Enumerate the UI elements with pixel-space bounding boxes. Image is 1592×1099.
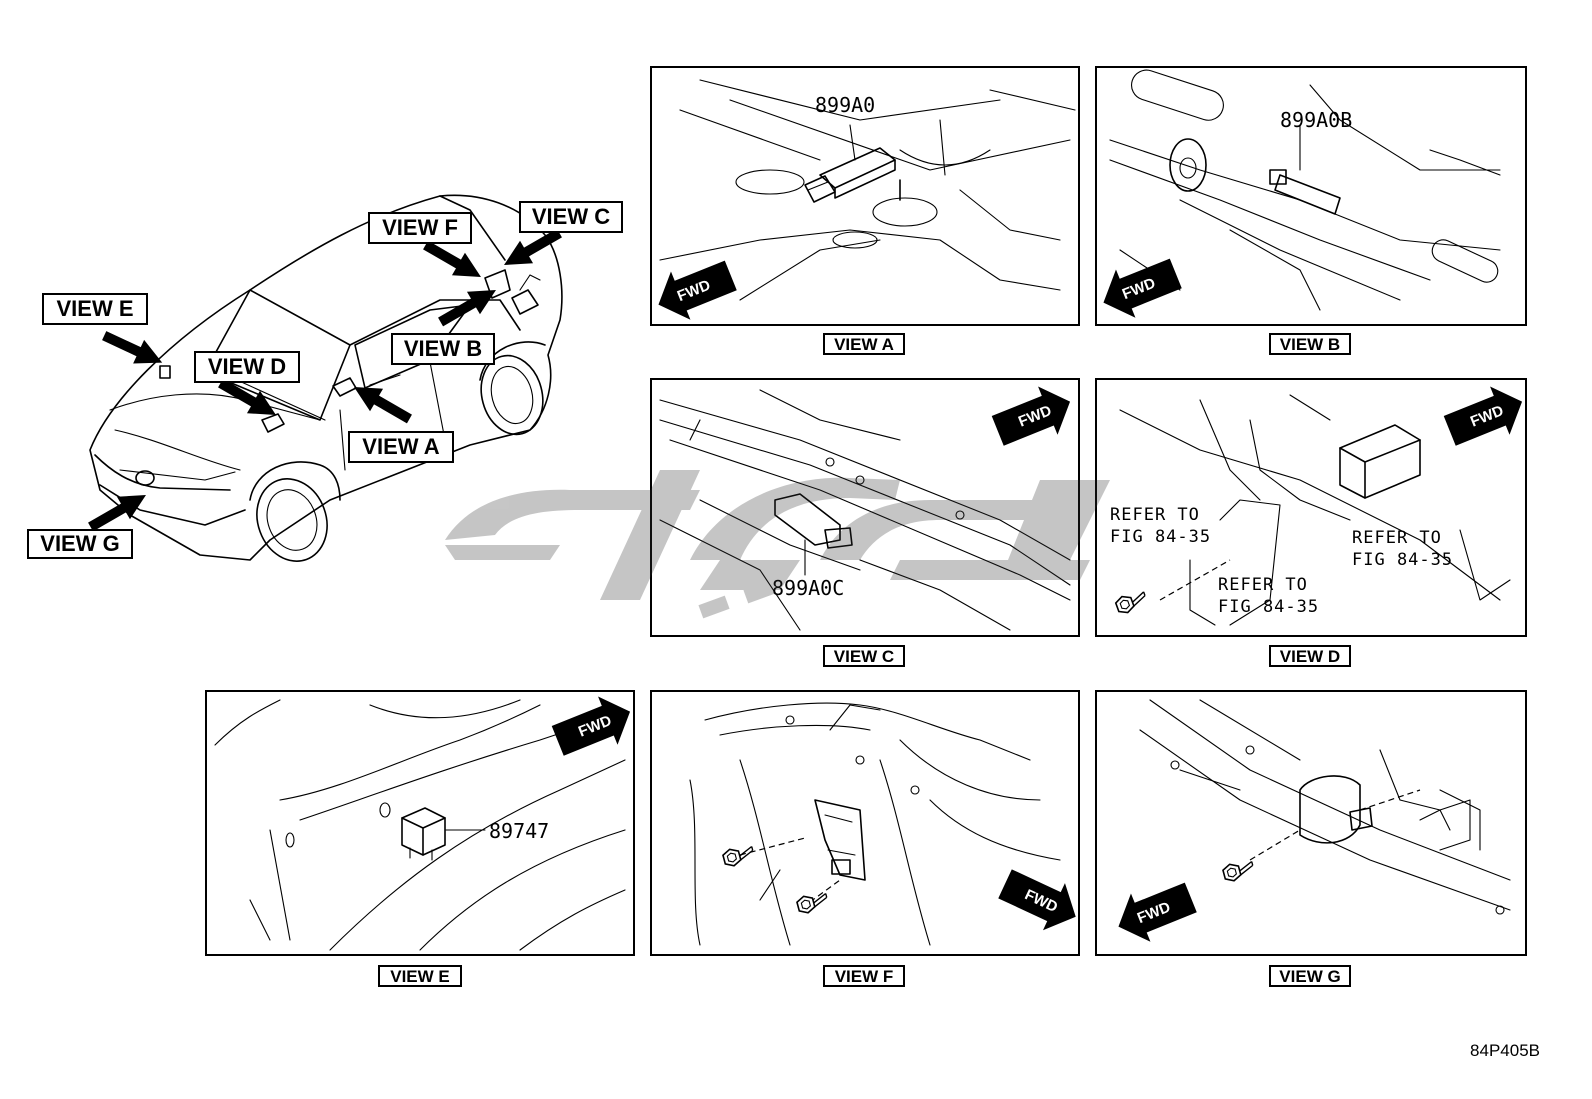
svg-text:VIEW C: VIEW C: [834, 647, 894, 666]
refer-note-2: REFER TO: [1218, 575, 1308, 595]
view-label-f[interactable]: VIEW F: [368, 212, 472, 244]
overview-arrows: [84, 221, 566, 539]
refer-note-3-fig: FIG 84-35: [1352, 550, 1453, 570]
svg-text:VIEW D: VIEW D: [208, 354, 286, 379]
view-label-g[interactable]: VIEW G: [27, 529, 133, 559]
caption-view-f: VIEW F: [823, 965, 905, 987]
refer-note-1: REFER TO: [1110, 505, 1200, 525]
arrow-icon: [98, 323, 168, 375]
arrow-icon: [434, 278, 503, 334]
svg-text:VIEW B: VIEW B: [404, 336, 482, 361]
fwd-arrow-icon: FWD: [648, 251, 741, 329]
refer-note-3: REFER TO: [1352, 528, 1442, 548]
fwd-arrow-icon: FWD: [987, 377, 1080, 455]
panel-view-a: 899A0 FWD: [648, 66, 1080, 329]
caption-view-g: VIEW G: [1269, 965, 1351, 987]
caption-view-e: VIEW E: [378, 965, 462, 987]
panel-view-g: FWD: [1095, 690, 1527, 956]
svg-text:VIEW E: VIEW E: [390, 967, 450, 986]
svg-text:VIEW G: VIEW G: [40, 531, 119, 556]
part-number-899a0b: 899A0B: [1280, 108, 1352, 132]
svg-text:VIEW D: VIEW D: [1280, 647, 1340, 666]
svg-text:VIEW B: VIEW B: [1280, 335, 1340, 354]
sensor-icon: [774, 493, 853, 549]
sensor-icon: [1299, 775, 1373, 844]
svg-text:VIEW A: VIEW A: [834, 335, 894, 354]
refer-note-1-fig: FIG 84-35: [1110, 527, 1211, 547]
svg-text:VIEW F: VIEW F: [382, 215, 458, 240]
relay-icon: [401, 807, 446, 861]
part-number-899a0c: 899A0C: [772, 576, 844, 600]
sensor-icon: [1269, 169, 1341, 215]
bracket-icon: [814, 799, 866, 881]
view-label-e[interactable]: VIEW E: [42, 293, 148, 325]
svg-text:VIEW F: VIEW F: [835, 967, 894, 986]
caption-view-c: VIEW C: [823, 645, 905, 667]
svg-text:VIEW G: VIEW G: [1279, 967, 1340, 986]
fwd-arrow-icon: FWD: [547, 687, 640, 765]
panel-view-f: FWD: [650, 690, 1087, 956]
fwd-arrow-icon: FWD: [1108, 873, 1201, 951]
sensor-icon: [804, 147, 896, 203]
fwd-arrow-icon: FWD: [1093, 249, 1186, 327]
view-label-d[interactable]: VIEW D: [194, 351, 300, 383]
view-label-a[interactable]: VIEW A: [348, 431, 454, 463]
caption-view-a: VIEW A: [823, 333, 905, 355]
panel-view-b: 899A0B FWD: [1093, 66, 1527, 327]
part-number-89747: 89747: [489, 819, 549, 843]
drawing-code: 84P405B: [1470, 1041, 1540, 1060]
view-label-b[interactable]: VIEW B: [391, 333, 495, 365]
svg-text:VIEW E: VIEW E: [56, 296, 133, 321]
fwd-arrow-icon: FWD: [994, 860, 1087, 941]
part-number-899a0: 899A0: [815, 93, 875, 117]
watermark-logo: [445, 470, 1110, 619]
relay-icon: [1339, 424, 1421, 499]
panel-view-d: REFER TO FIG 84-35 REFER TO FIG 84-35 RE…: [1095, 377, 1532, 637]
caption-view-d: VIEW D: [1269, 645, 1351, 667]
vehicle-overview: [89, 194, 563, 562]
svg-text:VIEW A: VIEW A: [362, 434, 440, 459]
svg-text:VIEW C: VIEW C: [532, 204, 610, 229]
view-label-c[interactable]: VIEW C: [519, 201, 623, 233]
panel-view-c: 899A0C FWD: [650, 377, 1080, 637]
fwd-arrow-icon: FWD: [1439, 377, 1532, 455]
arrow-icon: [347, 375, 416, 431]
panel-view-e: 89747 FWD: [205, 687, 640, 956]
caption-view-b: VIEW B: [1269, 333, 1351, 355]
refer-note-2-fig: FIG 84-35: [1218, 597, 1319, 617]
